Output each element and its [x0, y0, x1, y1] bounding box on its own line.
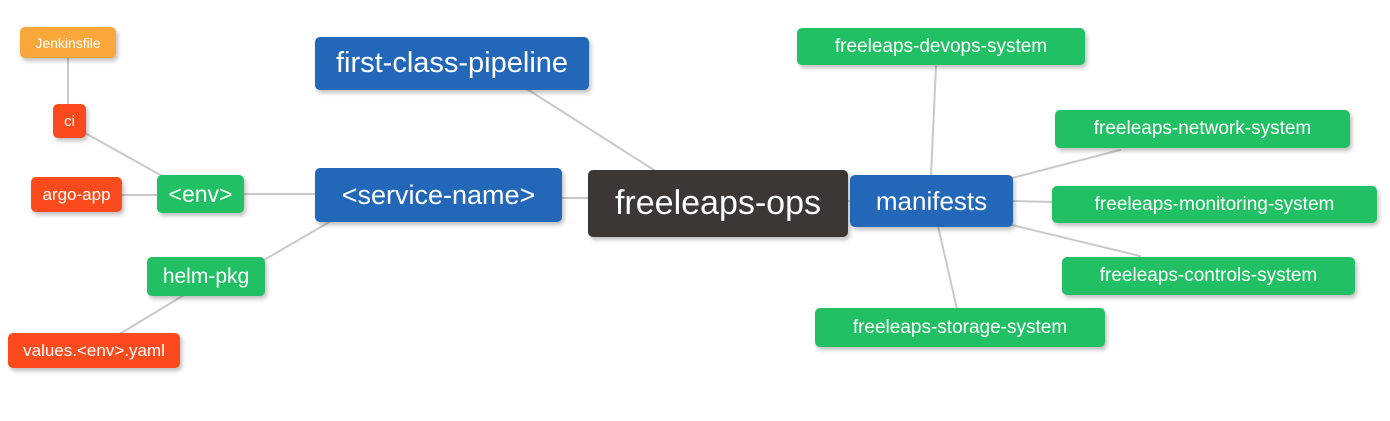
node-ci-label: ci — [64, 112, 75, 130]
edge-manifests-monitoring-system — [1011, 200, 1055, 203]
edge-manifests-network-system — [1011, 149, 1121, 179]
edge-helm-pkg-values — [117, 294, 185, 336]
node-service-name-label: <service-name> — [341, 179, 536, 210]
node-manifests[interactable]: manifests — [850, 175, 1013, 227]
node-first-class-pipeline-label: first-class-pipeline — [335, 47, 569, 79]
node-jenkinsfile[interactable]: Jenkinsfile — [20, 27, 116, 58]
node-values-env-yaml-label: values.<env>.yaml — [23, 340, 165, 360]
node-freeleaps-ops-label: freeleaps-ops — [614, 184, 821, 222]
node-freeleaps-monitoring-system[interactable]: freeleaps-monitoring-system — [1052, 186, 1377, 223]
node-first-class-pipeline[interactable]: first-class-pipeline — [315, 37, 589, 90]
node-env[interactable]: <env> — [157, 175, 244, 213]
node-manifests-label: manifests — [875, 185, 988, 216]
edge-manifests-controls-system — [1011, 224, 1141, 257]
node-freeleaps-storage-system[interactable]: freeleaps-storage-system — [815, 308, 1105, 347]
edge-service-name-helm-pkg — [263, 220, 332, 261]
node-freeleaps-storage-system-label: freeleaps-storage-system — [852, 316, 1068, 338]
node-freeleaps-network-system-label: freeleaps-network-system — [1093, 118, 1312, 139]
edge-manifests-devops-system — [930, 65, 937, 177]
node-freeleaps-devops-system[interactable]: freeleaps-devops-system — [797, 28, 1085, 65]
node-helm-pkg-label: helm-pkg — [162, 264, 250, 288]
edge-pipeline-freeleaps-ops — [526, 88, 658, 173]
node-service-name[interactable]: <service-name> — [315, 168, 562, 222]
node-freeleaps-devops-system-label: freeleaps-devops-system — [834, 35, 1048, 57]
node-env-label: <env> — [168, 180, 233, 207]
node-argo-app[interactable]: argo-app — [31, 177, 122, 212]
node-helm-pkg[interactable]: helm-pkg — [147, 257, 265, 296]
node-freeleaps-controls-system-label: freeleaps-controls-system — [1099, 265, 1318, 286]
node-freeleaps-controls-system[interactable]: freeleaps-controls-system — [1062, 257, 1355, 295]
node-freeleaps-monitoring-system-label: freeleaps-monitoring-system — [1094, 193, 1335, 215]
node-freeleaps-network-system[interactable]: freeleaps-network-system — [1055, 110, 1350, 148]
node-argo-app-label: argo-app — [42, 184, 111, 204]
edge-manifests-storage-system — [937, 225, 958, 310]
node-values-env-yaml[interactable]: values.<env>.yaml — [8, 333, 180, 368]
edge-ci-env — [84, 132, 165, 178]
node-jenkinsfile-label: Jenkinsfile — [35, 34, 101, 51]
node-freeleaps-ops-root[interactable]: freeleaps-ops — [588, 170, 848, 237]
node-ci[interactable]: ci — [53, 104, 86, 138]
